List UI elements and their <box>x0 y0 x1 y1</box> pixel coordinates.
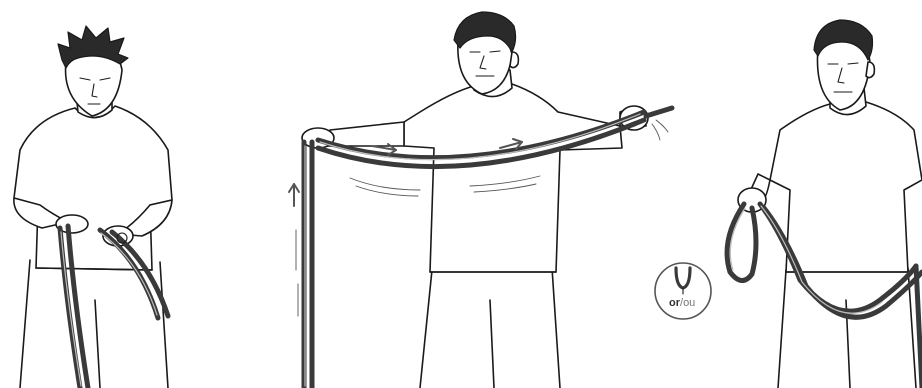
figure-1-person <box>14 26 172 388</box>
arrow-up-icon <box>289 184 299 206</box>
or-ou-badge <box>655 263 711 319</box>
ou-label: ou <box>683 297 695 309</box>
or-ou-label: or/ou <box>669 297 695 309</box>
or-label: or <box>669 297 680 309</box>
figure-3-person <box>738 20 922 388</box>
figure-2-person <box>302 12 648 388</box>
